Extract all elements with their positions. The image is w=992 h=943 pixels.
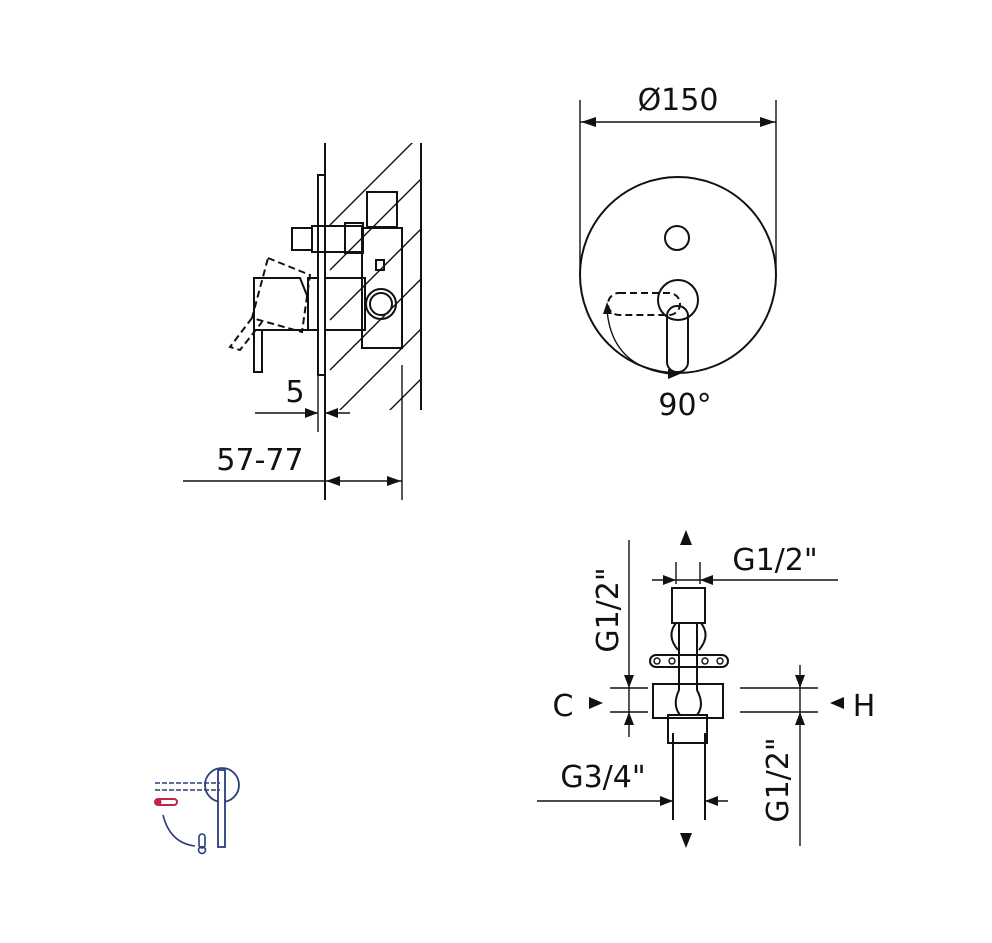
- central-pipe: [674, 623, 702, 716]
- handle-rotated-dashed: [228, 256, 312, 352]
- hot-inlet-arrow-icon: [830, 697, 844, 709]
- bottom-outlet-size-label: G3/4": [560, 760, 645, 795]
- top-outlet-block: [671, 587, 706, 624]
- cold-inlet-arrow-icon: [589, 697, 603, 709]
- handle-body: [253, 277, 309, 331]
- depth-range-label: 57-77: [216, 443, 303, 478]
- bottom-outlet-block: [667, 714, 708, 744]
- rotation-arc: [606, 309, 673, 375]
- arrow-down-icon: [680, 833, 692, 848]
- mixer-body: [652, 683, 724, 719]
- lever-rotated-dashed: [607, 292, 681, 316]
- rotation-angle-label: 90°: [658, 388, 711, 423]
- diameter-label: Ø150: [638, 83, 719, 118]
- arrow-up-icon: [680, 530, 692, 545]
- valve-body: [361, 227, 403, 349]
- valve-port-inner: [369, 292, 393, 316]
- top-outlet-size-label: G1/2": [732, 543, 817, 578]
- handle-lever: [666, 305, 689, 373]
- handle-hub: [657, 279, 699, 321]
- temperature-lever-icon: [154, 767, 240, 855]
- diverter-nut: [344, 222, 364, 254]
- front-view: Ø150 90°: [579, 83, 777, 423]
- top-nut: [670, 622, 707, 651]
- diverter-button: [664, 225, 690, 251]
- cold-label: C: [553, 689, 574, 724]
- cartridge-housing: [324, 277, 366, 331]
- diverter-stem: [311, 225, 363, 253]
- connections-view: G1/2" G1/2" C G1/2" H G3/4": [537, 530, 875, 848]
- diverter-knob: [291, 227, 313, 251]
- left-inlet-size-label: G1/2": [591, 567, 626, 652]
- handle-lever: [253, 329, 263, 373]
- handle-base: [307, 277, 319, 331]
- hot-label: H: [853, 689, 876, 724]
- side-view: 5 57-77: [183, 143, 422, 500]
- valve-slot: [375, 259, 385, 271]
- cover-plate-circle: [579, 176, 777, 374]
- mounting-bracket: [649, 654, 729, 668]
- right-inlet-size-label: G1/2": [761, 737, 796, 822]
- plate-offset-label: 5: [285, 375, 304, 410]
- valve-top-block: [366, 191, 398, 228]
- wall-hatching: [329, 143, 420, 410]
- cover-plate: [317, 174, 326, 376]
